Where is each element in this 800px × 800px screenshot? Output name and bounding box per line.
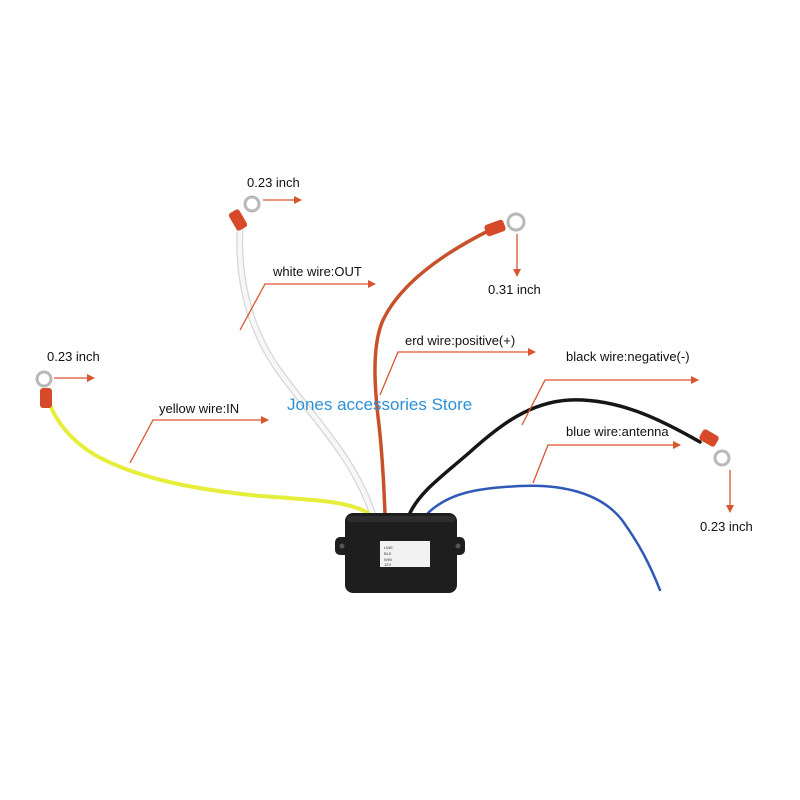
sticker-line-2: BLK (384, 551, 392, 556)
black-ring-terminal (699, 429, 731, 467)
sticker-line-3: WIN (384, 557, 392, 562)
sticker-line-4: 12V (384, 562, 391, 567)
black-wire (408, 398, 702, 515)
white-wire-label: white wire:OUT (272, 264, 362, 279)
red-wire-label: erd wire:positive(+) (405, 333, 515, 348)
yellow-label-leader (129, 416, 269, 464)
red-ring-terminal (484, 212, 526, 237)
red-ring-size: 0.31 inch (488, 282, 541, 297)
white-ring-terminal (228, 195, 261, 231)
sticker-line-1: LINE (384, 545, 393, 550)
red-wire (373, 228, 492, 515)
yellow-ring-terminal (35, 370, 53, 408)
white-wire-core (237, 225, 375, 515)
blue-wire-label: blue wire:antenna (566, 424, 669, 439)
white-label-leader (239, 280, 376, 331)
red-label-leader (379, 348, 536, 396)
control-box: LINE BLK WIN 12V (335, 513, 465, 593)
yellow-wire-label: yellow wire:IN (159, 401, 239, 416)
yellow-wire (46, 398, 370, 515)
blue-label-leader (532, 441, 681, 484)
box-sticker (380, 541, 430, 567)
black-wire-label: black wire:negative(-) (566, 349, 690, 364)
yellow-ring-size: 0.23 inch (47, 349, 100, 364)
black-ring-size: 0.23 inch (700, 519, 753, 534)
black-label-leader (521, 376, 699, 426)
white-ring-size: 0.23 inch (247, 175, 300, 190)
store-watermark: Jones accessories Store (287, 395, 472, 414)
blue-wire (426, 484, 662, 592)
